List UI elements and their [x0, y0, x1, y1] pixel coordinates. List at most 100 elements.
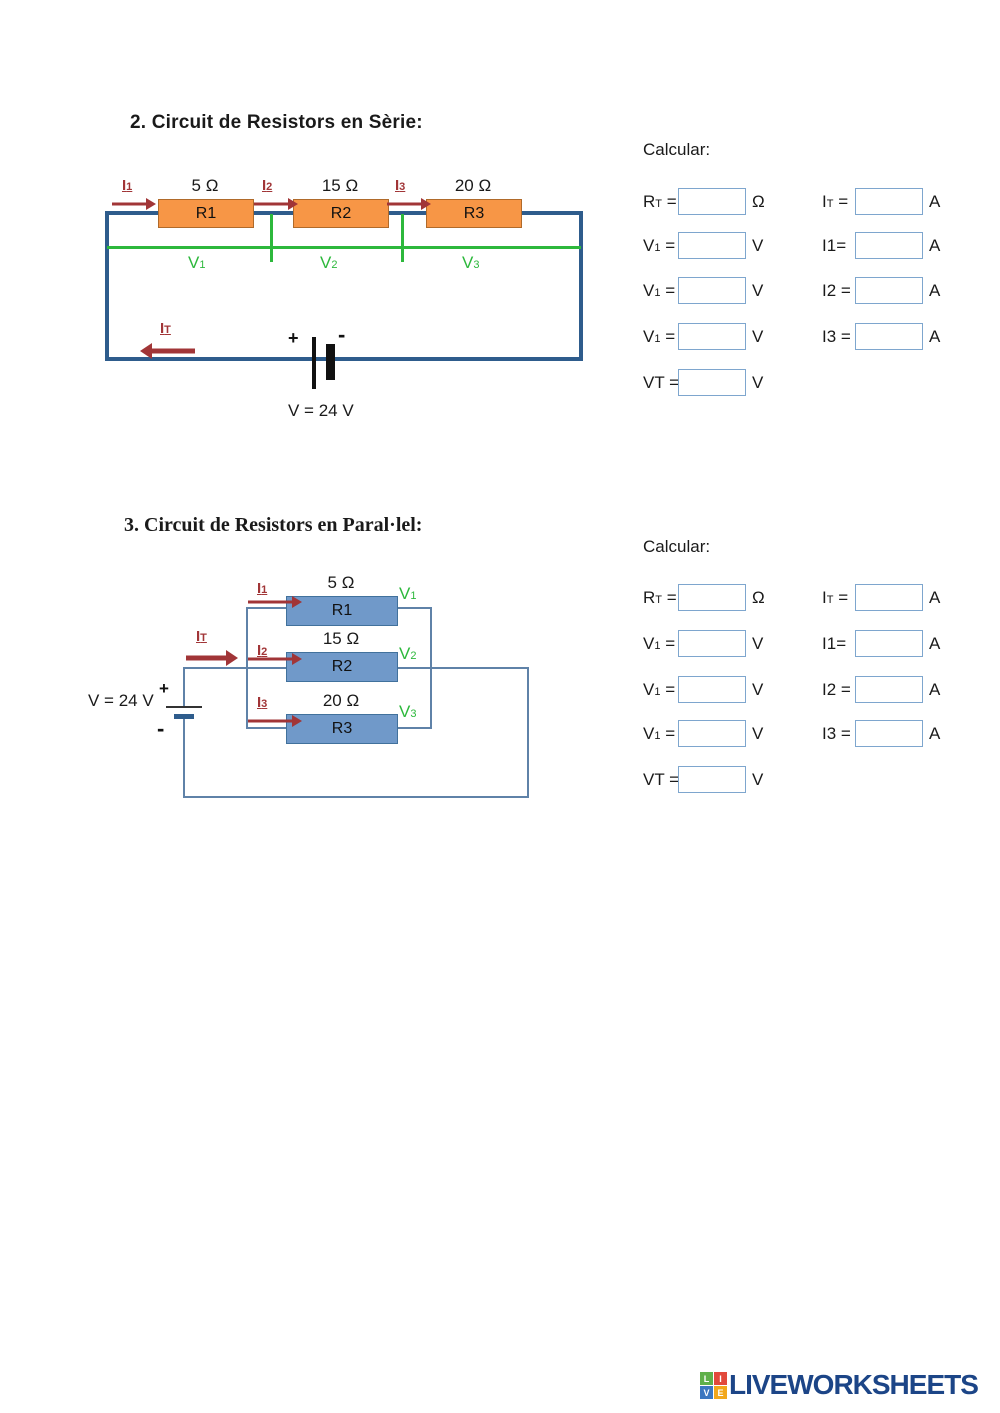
parallel-v1-label: V1 — [399, 584, 417, 603]
calc1-i3-input[interactable] — [855, 323, 923, 350]
voltage-tick-2 — [401, 214, 404, 262]
parallel-resistor-r2: R2 — [286, 652, 398, 682]
calc1-v1b-label: V1 = — [643, 280, 676, 300]
calc2-row-it: IT = A — [822, 584, 940, 611]
calc2-v1b-input[interactable] — [678, 676, 746, 703]
calc1-v1b-unit: V — [752, 280, 764, 300]
calc2-vt-label: VT = — [643, 769, 680, 789]
calc1-i2-unit: A — [929, 280, 941, 300]
calc1-row-i3: I3 = A — [822, 323, 940, 350]
calc1-i1-unit: A — [929, 235, 941, 255]
calc2-i2-input[interactable] — [855, 676, 923, 703]
parallel-i2-arrow-icon — [248, 653, 302, 665]
calc1-i1-input[interactable] — [855, 232, 923, 259]
calc1-row-v1b: V1 = V — [643, 277, 763, 304]
calc2-row-v1c: V1 = V — [643, 720, 763, 747]
series-right-wire — [579, 211, 583, 361]
parallel-i2-label: I2 — [257, 642, 268, 659]
calc1-v1c-label: V1 = — [643, 326, 676, 346]
calc2-vt-input[interactable] — [678, 766, 746, 793]
parallel-right-wire — [527, 667, 529, 798]
calc2-row-v1a: V1 = V — [643, 630, 763, 657]
series-section-title: 2. Circuit de Resistors en Sèrie: — [130, 112, 423, 133]
calc1-v1b-input[interactable] — [678, 277, 746, 304]
parallel-it-label: IT — [196, 628, 207, 645]
calc1-rt-input[interactable] — [678, 188, 746, 215]
calc2-i1-label: I1= — [822, 633, 847, 653]
calc2-row-i2: I2 = A — [822, 676, 940, 703]
calc1-i2-label: I2 = — [822, 280, 851, 300]
parallel-r1-left-lead — [246, 607, 288, 609]
series-battery-minus: - — [338, 322, 346, 347]
parallel-battery-minus: - — [157, 716, 165, 741]
series-i2-arrow-icon — [254, 198, 298, 210]
series-resistor-r2: R2 — [293, 199, 389, 228]
calc2-i2-unit: A — [929, 679, 941, 699]
parallel-feed-wire — [183, 667, 249, 669]
parallel-bottom-wire — [183, 796, 529, 798]
calc2-rt-input[interactable] — [678, 584, 746, 611]
calc2-it-label: IT = — [822, 587, 849, 607]
series-i3-arrow-icon — [387, 198, 431, 210]
parallel-r3-left-lead — [246, 727, 288, 729]
calc2-row-i3: I3 = A — [822, 720, 940, 747]
calc2-heading: Calcular: — [643, 537, 711, 556]
parallel-i1-label: I1 — [257, 580, 268, 597]
series-resistor-r1: R1 — [158, 199, 254, 228]
calc2-v1c-unit: V — [752, 723, 764, 743]
series-source-label: V = 24 V — [288, 401, 354, 420]
series-i1-arrow-icon — [112, 198, 156, 210]
parallel-section-title: 3. Circuit de Resistors en Paral·lel: — [124, 514, 423, 536]
calc1-i2-input[interactable] — [855, 277, 923, 304]
calc2-v1c-input[interactable] — [678, 720, 746, 747]
parallel-r1-right-lead — [394, 607, 432, 609]
parallel-left-wire-bottom — [183, 718, 185, 798]
parallel-i3-arrow-icon — [248, 715, 302, 727]
calc1-row-i1: I1= A — [822, 232, 940, 259]
calc2-row-rt: RT = Ω — [643, 584, 765, 611]
calc2-v1b-label: V1 = — [643, 679, 676, 699]
calc1-rt-label: RT = — [643, 191, 677, 211]
calc1-vt-label: VT = — [643, 372, 680, 392]
parallel-i3-label: I3 — [257, 694, 268, 711]
calc1-row-it: IT = A — [822, 188, 940, 215]
voltage-tick-1 — [270, 214, 273, 262]
parallel-r2-left-lead — [246, 667, 288, 669]
series-battery-plus: + — [288, 328, 299, 348]
liveworksheets-wordmark: LIVEWORKSHEETS — [729, 1369, 979, 1400]
calc2-i3-input[interactable] — [855, 720, 923, 747]
calc2-rt-unit: Ω — [752, 587, 765, 607]
calc1-it-label: IT = — [822, 191, 849, 211]
calc1-it-unit: A — [929, 191, 941, 211]
calc2-rt-label: RT = — [643, 587, 677, 607]
calc2-vt-unit: V — [752, 769, 764, 789]
calc1-v1a-label: V1 = — [643, 235, 676, 255]
calc2-i2-label: I2 = — [822, 679, 851, 699]
calc1-it-input[interactable] — [855, 188, 923, 215]
parallel-source-label: V = 24 V — [88, 691, 154, 710]
calc2-i1-input[interactable] — [855, 630, 923, 657]
logo-tile-l: L — [700, 1372, 713, 1385]
calc1-heading: Calcular: — [643, 140, 711, 159]
calc2-i3-unit: A — [929, 723, 941, 743]
calc2-v1c-label: V1 = — [643, 723, 676, 743]
liveworksheets-logo-icon: L I V E — [700, 1372, 728, 1400]
calc2-v1a-label: V1 = — [643, 633, 676, 653]
calc1-v1a-input[interactable] — [678, 232, 746, 259]
parallel-battery-plus: + — [159, 679, 169, 698]
calc1-row-i2: I2 = A — [822, 277, 940, 304]
series-bottom-wire — [105, 357, 583, 361]
calc1-i3-label: I3 = — [822, 326, 851, 346]
calc1-vt-unit: V — [752, 372, 764, 392]
calc1-row-v1a: V1 = V — [643, 232, 763, 259]
calc1-vt-input[interactable] — [678, 369, 746, 396]
series-battery-long-plate — [312, 337, 316, 389]
calc2-v1a-input[interactable] — [678, 630, 746, 657]
calc2-row-i1: I1= A — [822, 630, 940, 657]
calc1-v1c-input[interactable] — [678, 323, 746, 350]
parallel-r2-right-lead — [394, 667, 529, 669]
calc1-rt-unit: Ω — [752, 191, 765, 211]
calc2-row-vt: VT = V — [643, 766, 763, 793]
calc2-it-input[interactable] — [855, 584, 923, 611]
